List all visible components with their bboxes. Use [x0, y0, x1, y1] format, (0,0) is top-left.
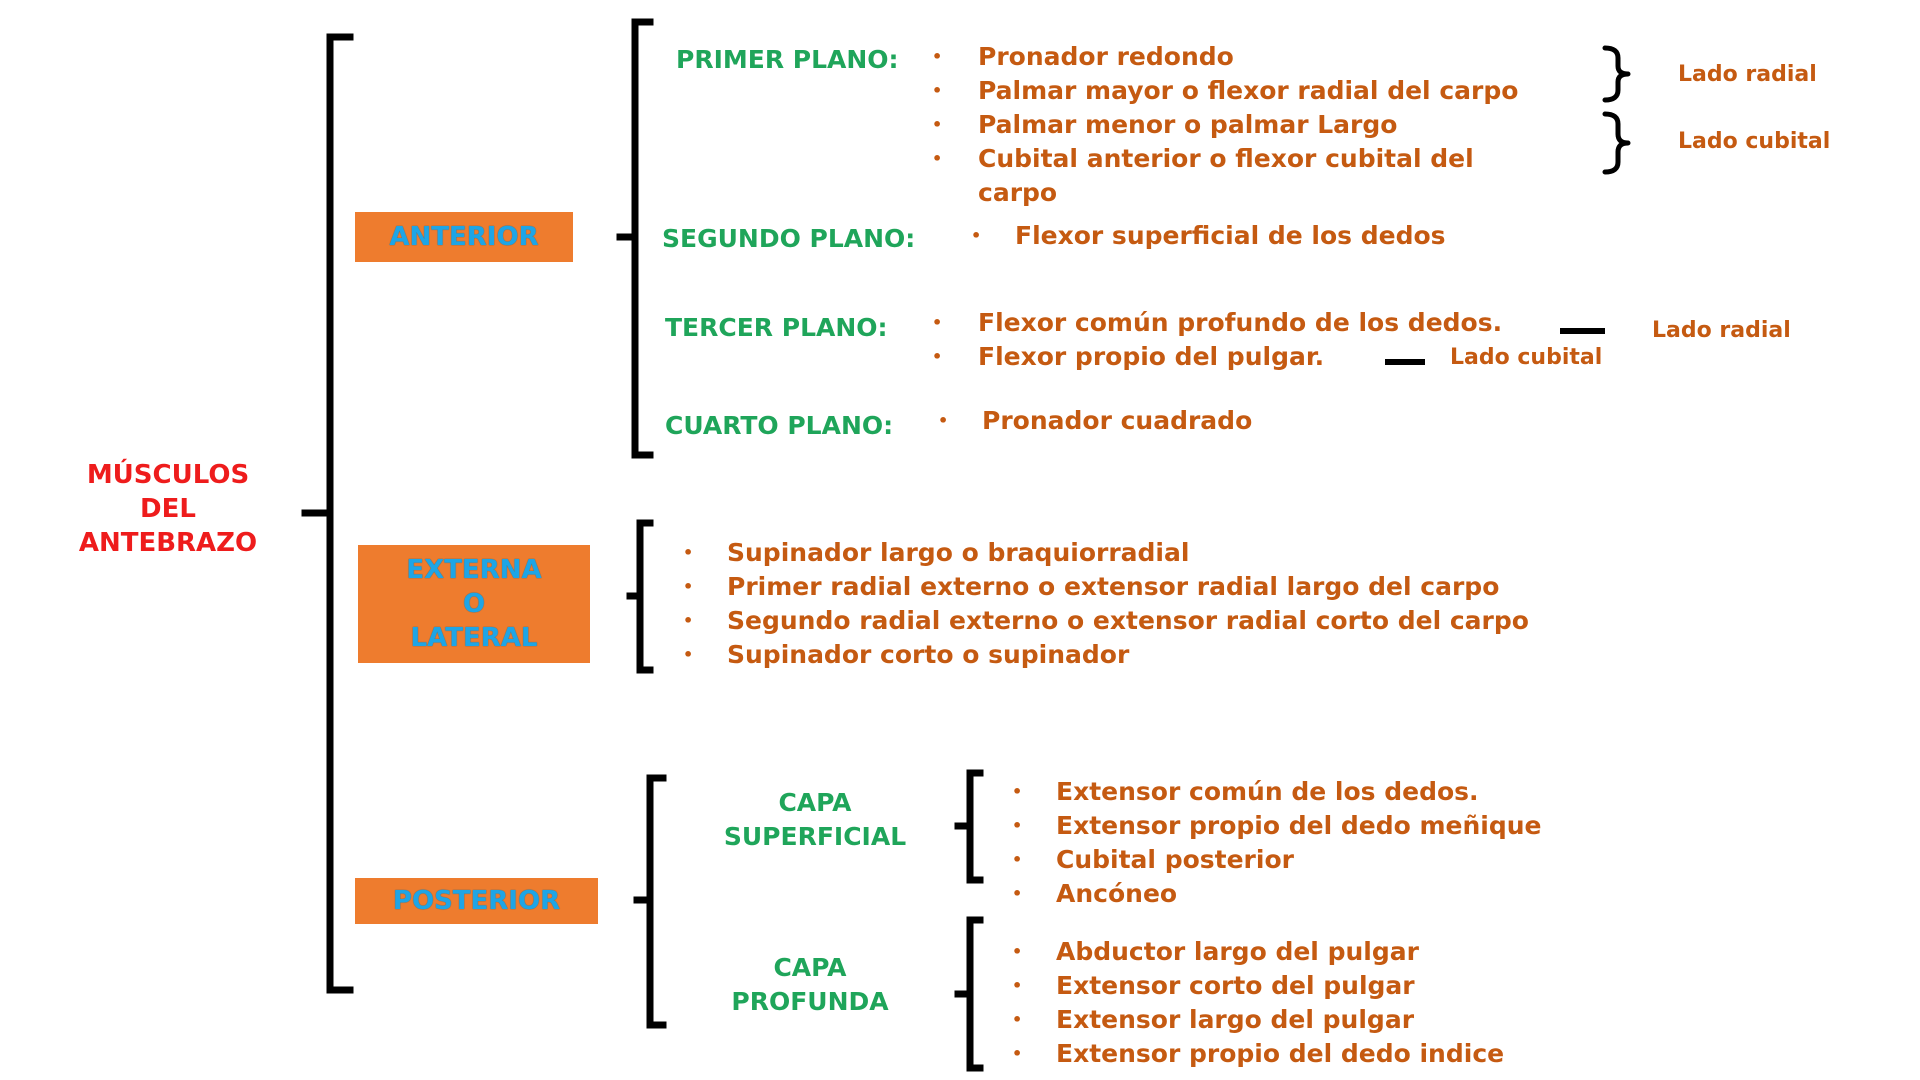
curly-brace-radial	[1602, 45, 1631, 103]
capa-superficial-list: •Extensor común de los dedos. •Extensor …	[1012, 775, 1542, 911]
primer-plano-label: PRIMER PLANO:	[676, 45, 899, 74]
capa-profunda-label: CAPA PROFUNDA	[731, 953, 889, 1016]
list-item: •Supinador largo o braquiorradial	[683, 538, 1190, 567]
cuarto-plano-list: •Pronador cuadrado	[938, 404, 1253, 438]
lateral-list: •Supinador largo o braquiorradial •Prime…	[683, 536, 1529, 672]
lateral-box: EXTERNA O LATERAL	[358, 545, 590, 663]
tercer-plano-list: •Flexor común profundo de los dedos. •Fl…	[932, 306, 1503, 374]
list-item: •Cubital posterior	[1012, 845, 1294, 874]
list-item: •Segundo radial externo o extensor radia…	[683, 606, 1529, 635]
posterior-bracket	[633, 774, 667, 1029]
posterior-box: POSTERIOR	[355, 878, 598, 924]
list-item: •Flexor propio del pulgar.	[932, 342, 1325, 371]
list-item: •Ancóneo	[1012, 879, 1178, 908]
side-label-cubital: Lado cubital	[1678, 129, 1831, 154]
list-item: •Pronador redondo	[932, 42, 1234, 71]
lateral-bracket	[626, 519, 654, 674]
segundo-plano-label: SEGUNDO PLANO:	[662, 224, 916, 253]
capa-superficial-label: CAPA SUPERFICIAL	[723, 788, 907, 851]
list-item: •Extensor largo del pulgar	[1012, 1005, 1415, 1034]
list-item: •Abductor largo del pulgar	[1012, 937, 1419, 966]
list-item: •Supinador corto o supinador	[683, 640, 1130, 669]
list-item: •Cubital anterior o flexor cubital del	[932, 144, 1474, 173]
list-item: •Flexor común profundo de los dedos.	[932, 308, 1503, 337]
lateral-label-line-2: O	[462, 589, 486, 619]
tercer-side-label-radial: Lado radial	[1652, 318, 1791, 343]
capa-profunda-list: •Abductor largo del pulgar •Extensor cor…	[1012, 935, 1505, 1071]
lateral-label-line-3: LATERAL	[410, 623, 538, 653]
list-item: •Extensor propio del dedo indice	[1012, 1039, 1505, 1068]
primer-plano-list: •Pronador redondo •Palmar mayor o flexor…	[932, 40, 1519, 210]
superficial-bracket	[954, 769, 984, 884]
tercer-side-label-cubital: Lado cubital	[1450, 345, 1603, 370]
list-item: •Pronador cuadrado	[938, 406, 1253, 435]
anterior-label: ANTERIOR	[389, 222, 539, 252]
lateral-label-line-1: EXTERNA	[406, 555, 542, 585]
posterior-label: POSTERIOR	[392, 886, 561, 916]
main-bracket	[301, 33, 354, 994]
anterior-bracket	[616, 18, 654, 459]
diagram-title: MÚSCULOS DEL ANTEBRAZO	[78, 460, 258, 558]
cuarto-plano-label: CUARTO PLANO:	[665, 411, 894, 440]
anterior-box: ANTERIOR	[355, 212, 573, 262]
list-item: •Flexor superficial de los dedos	[971, 221, 1446, 250]
deep-bracket	[954, 916, 984, 1072]
list-item: •Extensor corto del pulgar	[1012, 971, 1415, 1000]
tercer-plano-label: TERCER PLANO:	[665, 313, 888, 342]
list-item: •Palmar menor o palmar Largo	[932, 110, 1398, 139]
list-item: •Extensor propio del dedo meñique	[1012, 811, 1542, 840]
curly-brace-cubital	[1602, 111, 1631, 175]
list-item: •Palmar mayor o flexor radial del carpo	[932, 76, 1519, 105]
segundo-plano-list: •Flexor superficial de los dedos	[971, 219, 1446, 253]
list-item: •Primer radial externo o extensor radial…	[683, 572, 1500, 601]
side-label-radial: Lado radial	[1678, 62, 1817, 87]
list-item: •Extensor común de los dedos.	[1012, 777, 1479, 806]
list-item-continuation: carpo	[978, 178, 1058, 207]
